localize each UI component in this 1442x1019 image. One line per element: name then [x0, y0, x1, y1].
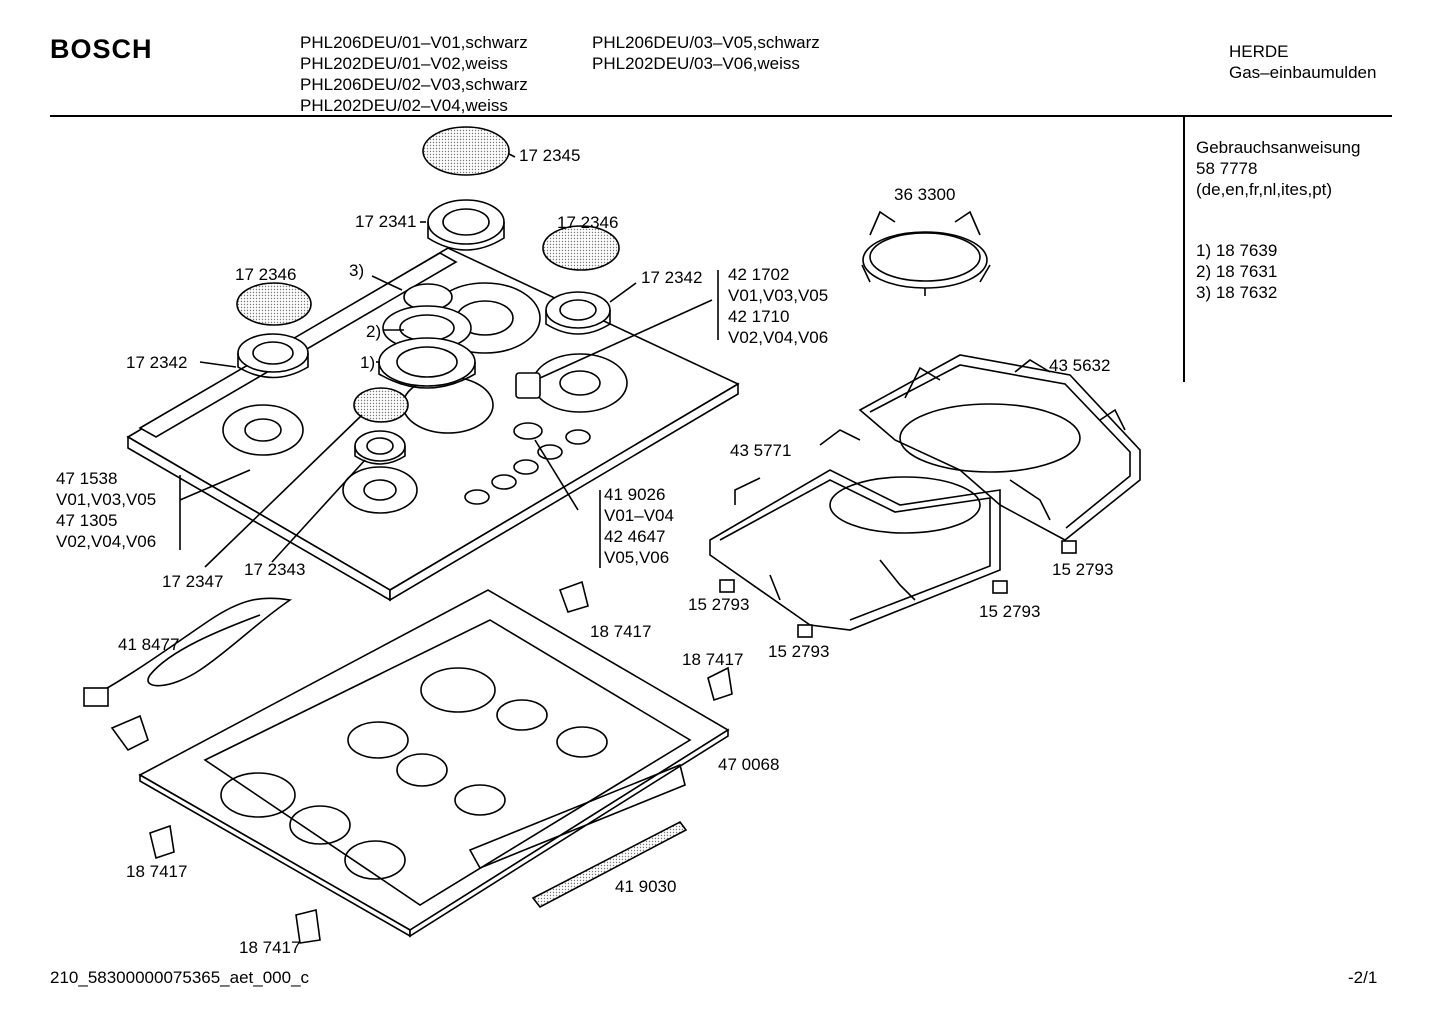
cable-clamp	[110, 714, 149, 752]
manual-label: Gebrauchsanweisung	[1196, 138, 1361, 157]
part-label: 47 1305	[56, 511, 118, 530]
ignition-part-421702	[515, 372, 541, 399]
part-label: 15 2793	[979, 602, 1041, 621]
burner-ring-172342-left	[237, 333, 309, 379]
burner-ring-172343	[354, 430, 406, 465]
footnote: 1) 18 7639	[1196, 241, 1278, 260]
footnote-list: 1) 18 7639 2) 18 7631 3) 18 7632	[1196, 240, 1277, 303]
cable-418477	[94, 597, 293, 696]
part-label: 18 7417	[682, 650, 744, 669]
part-label: 18 7417	[590, 622, 652, 641]
rubber-foot-a	[719, 579, 735, 593]
part-label: 47 1538	[56, 469, 118, 488]
part-label: 41 9030	[615, 877, 677, 896]
manual-info: Gebrauchsanweisung 58 7778 (de,en,fr,nl,…	[1196, 137, 1360, 200]
connector-plug	[83, 687, 109, 707]
part-label-group: 42 1702 V01,V03,V05 42 1710 V02,V04,V06	[728, 264, 828, 348]
part-label: 17 2341	[355, 212, 417, 231]
burner-cap-172346-left	[236, 282, 312, 326]
part-label: V01–V04	[604, 506, 674, 525]
part-label: 42 1702	[728, 265, 790, 284]
model-item: PHL202DEU/01–V02,weiss	[300, 54, 508, 73]
burner-ring-172342-right	[545, 291, 611, 335]
category-block: HERDE Gas–einbaumulden	[1229, 41, 1376, 83]
clip-187417-d	[295, 909, 321, 944]
marker-label: 3)	[349, 261, 365, 280]
part-label-group: 47 1538 V01,V03,V05 47 1305 V02,V04,V06	[56, 468, 156, 552]
part-label: V02,V04,V06	[56, 532, 157, 551]
part-label: 42 4647	[604, 527, 666, 546]
burner-ring-172341	[427, 199, 505, 251]
model-list-col2: PHL206DEU/03–V05,schwarz PHL202DEU/03–V0…	[592, 32, 820, 74]
model-item: PHL206DEU/03–V05,schwarz	[592, 33, 820, 52]
clip-187417-b	[707, 666, 733, 702]
part-label: 17 2342	[126, 353, 188, 372]
clip-187417-c	[149, 824, 175, 860]
rubber-foot-c	[992, 580, 1008, 594]
part-label: 42 1710	[728, 307, 790, 326]
bottom-tray-470068	[138, 589, 730, 938]
footnote: 3) 18 7632	[1196, 283, 1278, 302]
rubber-foot-b	[797, 624, 813, 638]
part-label: 43 5771	[730, 441, 792, 460]
seal-strip-419030	[531, 820, 688, 909]
part-label: 18 7417	[239, 938, 301, 957]
part-label: 43 5632	[1049, 356, 1111, 375]
subcategory: Gas–einbaumulden	[1229, 63, 1377, 82]
pan-support-435632	[858, 354, 1141, 541]
burner-cap-172345	[422, 126, 510, 176]
part-label: 41 9026	[604, 485, 666, 504]
manual-number: 58 7778	[1196, 159, 1258, 178]
part-label: V01,V03,V05	[56, 490, 157, 509]
burner-cap-172347	[353, 387, 409, 423]
part-label: V02,V04,V06	[728, 328, 829, 347]
part-label: 17 2346	[235, 265, 297, 284]
marker-label: 2)	[366, 322, 382, 341]
model-list-col1: PHL206DEU/01–V01,schwarz PHL202DEU/01–V0…	[300, 32, 528, 116]
pan-support-363300	[861, 210, 991, 296]
manual-languages: (de,en,fr,nl,ites,pt)	[1196, 180, 1333, 199]
part-label: 47 0068	[718, 755, 780, 774]
part-label: 17 2346	[557, 213, 619, 232]
document-id: 210_58300000075365_aet_000_c	[50, 968, 310, 987]
part-label: 17 2347	[162, 572, 224, 591]
marker-label: 1)	[360, 353, 376, 372]
part-label: 18 7417	[126, 862, 188, 881]
part-label: 15 2793	[768, 642, 830, 661]
part-label: V01,V03,V05	[728, 286, 829, 305]
category: HERDE	[1229, 42, 1289, 61]
clip-187417-a	[558, 580, 589, 613]
part-label: 41 8477	[118, 635, 180, 654]
pan-support-435771	[709, 429, 1001, 631]
footnote: 2) 18 7631	[1196, 262, 1278, 281]
wok-burner-stack	[378, 283, 476, 389]
brand-logo: BOSCH	[50, 34, 153, 64]
page-number: -2/1	[1348, 968, 1378, 987]
rubber-foot-d	[1061, 540, 1077, 554]
model-item: PHL206DEU/01–V01,schwarz	[300, 33, 528, 52]
part-label: 17 2342	[641, 268, 703, 287]
part-label: 17 2345	[519, 146, 581, 165]
part-label: 15 2793	[1052, 560, 1114, 579]
part-label: 17 2343	[244, 560, 306, 579]
part-label: V05,V06	[604, 548, 670, 567]
model-item: PHL202DEU/03–V06,weiss	[592, 54, 800, 73]
model-item: PHL206DEU/02–V03,schwarz	[300, 75, 528, 94]
part-label: 36 3300	[894, 185, 956, 204]
part-label-group: 41 9026 V01–V04 42 4647 V05,V06	[604, 484, 674, 568]
part-label: 15 2793	[688, 595, 750, 614]
burner-cap-172346-right	[542, 225, 620, 271]
model-item: PHL202DEU/02–V04,weiss	[300, 96, 508, 115]
